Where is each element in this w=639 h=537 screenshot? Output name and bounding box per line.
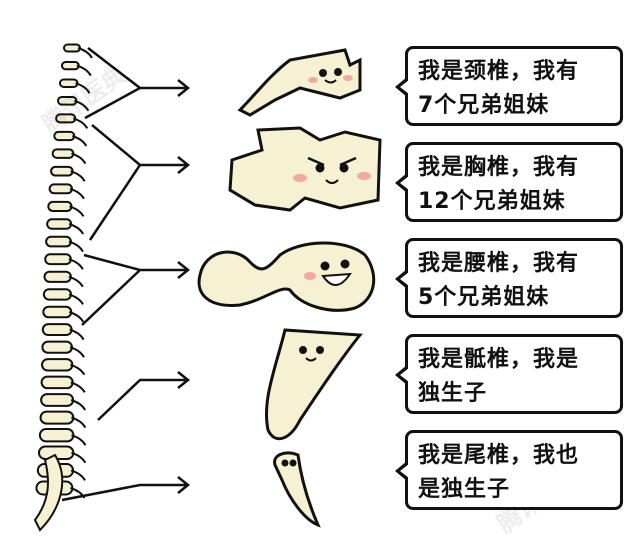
vertebra	[45, 235, 72, 248]
vertebra	[46, 218, 73, 230]
speech-bubble-cervical: 我是颈椎，我有 7个兄弟姐妹	[395, 46, 623, 126]
speech-bubble-thoracic: 我是胸椎，我有 12个兄弟姐妹	[395, 142, 623, 222]
spinous-process	[70, 170, 86, 182]
vertebra	[51, 148, 75, 159]
bubble-text-line2: 7个兄弟姐妹	[418, 93, 550, 118]
arrow-lumbar	[81, 253, 191, 326]
spinous-process	[74, 99, 90, 112]
bubble-text-line2: 5个兄弟姐妹	[418, 285, 550, 310]
spinous-process	[69, 205, 85, 217]
vertebra	[44, 253, 72, 266]
vertebra	[40, 358, 74, 372]
vertebra	[39, 410, 75, 425]
spinous-process	[70, 399, 86, 411]
vertebra	[43, 270, 72, 283]
spinous-process	[68, 240, 84, 253]
spinous-process	[71, 416, 87, 429]
spinous-process	[68, 258, 84, 270]
speech-bubble-lumbar: 我是腰椎，我有 5个兄弟姐妹	[395, 238, 623, 318]
spinous-process	[73, 117, 89, 129]
vertebra	[48, 183, 74, 195]
spinous-process	[70, 381, 86, 393]
vertebra	[38, 428, 75, 443]
bubble-text-line1: 我是颈椎，我有	[418, 59, 580, 84]
vertebra	[50, 165, 74, 177]
bubble-text-line2: 独生子	[418, 381, 488, 406]
spine-column	[33, 43, 93, 532]
spinous-process	[68, 275, 84, 288]
bubble-text-line1: 我是腰椎，我有	[418, 251, 580, 276]
spinous-process	[72, 135, 88, 147]
arrow-cervical	[84, 47, 191, 120]
lumbar-vertebra	[197, 241, 376, 312]
spinous-process	[70, 469, 86, 481]
bubble-text-line1: 我是骶椎，我是	[418, 347, 580, 372]
bubble-text-line1: 我是尾椎，我也	[418, 443, 580, 468]
spinous-process	[69, 187, 85, 200]
vertebra	[60, 60, 80, 71]
coccyx-vertebra	[273, 451, 321, 528]
vertebra	[42, 288, 73, 301]
spinous-process	[77, 47, 93, 59]
spinous-process	[69, 346, 85, 358]
pointer-arrows	[61, 47, 191, 502]
cervical-vertebra	[237, 48, 362, 117]
vertebra	[41, 323, 73, 337]
vertebra	[40, 393, 75, 407]
arrow-sacrum	[97, 371, 191, 421]
bubble-text-line2: 是独生子	[418, 477, 511, 502]
vertebra	[63, 43, 81, 53]
spinous-process	[68, 223, 85, 235]
vertebra	[40, 375, 74, 390]
arrow-coccyx	[61, 476, 191, 502]
vertebra	[42, 305, 73, 319]
speech-bubble-sacrum: 我是骶椎，我是 独生子	[395, 334, 623, 414]
vertebra	[41, 340, 73, 354]
sacrum-bone	[33, 453, 64, 532]
spinous-process	[71, 152, 87, 165]
thoracic-vertebra	[228, 126, 382, 212]
bubble-text-line1: 我是胸椎，我有	[418, 155, 580, 180]
spinous-process	[71, 434, 87, 446]
vertebra	[47, 200, 73, 212]
bubble-text-line2: 12个兄弟姐妹	[418, 189, 566, 214]
spinous-process	[76, 64, 92, 77]
speech-bubble-coccyx: 我是尾椎，我也 是独生子	[395, 430, 623, 510]
spinous-process	[69, 328, 85, 341]
spinous-process	[68, 311, 85, 323]
arrow-thoracic	[88, 124, 191, 241]
spinous-process	[75, 82, 91, 94]
spinous-process	[71, 451, 87, 464]
spinous-process	[70, 363, 86, 376]
spinous-process	[68, 293, 84, 305]
sacrum-vertebra	[264, 328, 363, 441]
